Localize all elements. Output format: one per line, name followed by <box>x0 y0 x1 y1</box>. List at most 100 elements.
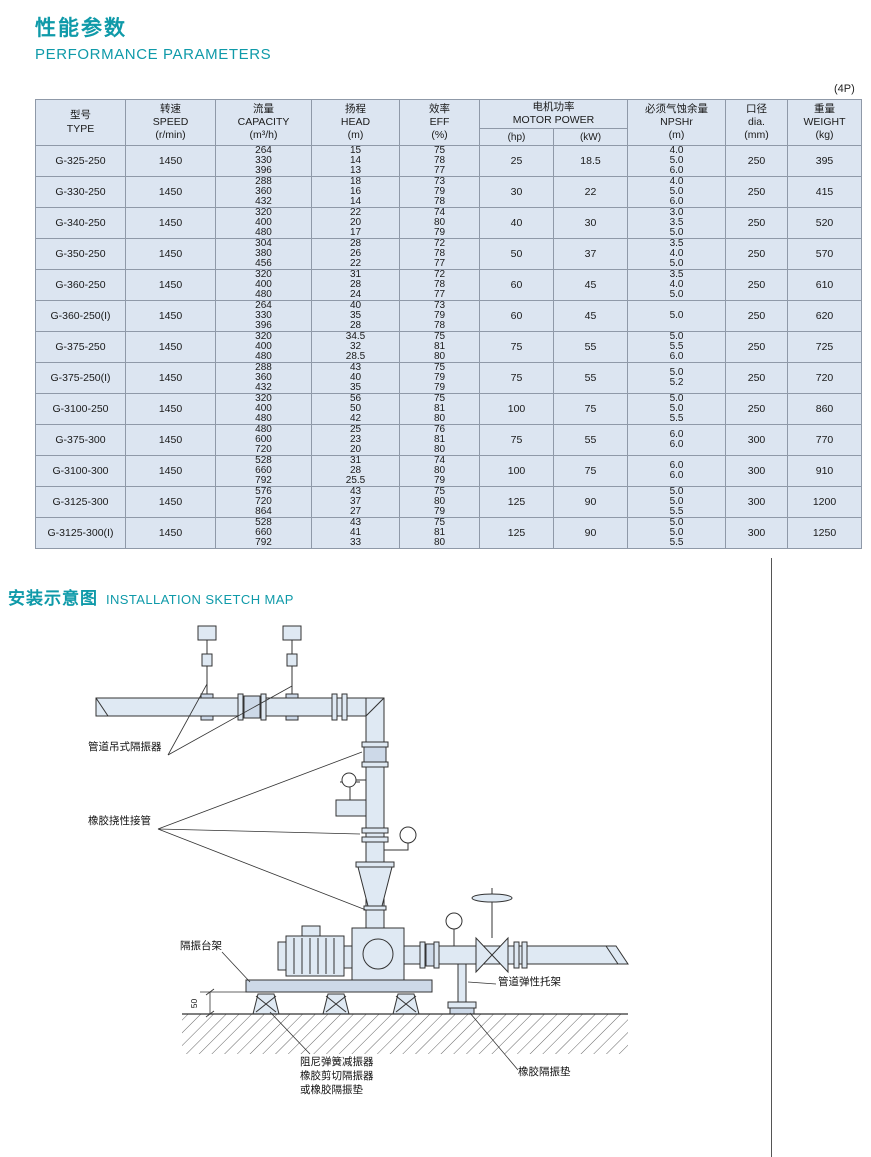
suction-header-pipe <box>95 693 385 721</box>
label-isolation-stand: 隔振台架 <box>180 940 222 952</box>
pressure-gauge-discharge-icon <box>445 912 463 946</box>
col-header-eff: 效率 EFF (%) <box>399 99 480 146</box>
installation-diagram-drawing <box>95 625 629 1071</box>
installation-diagram: 管道吊式隔振器 橡胶挠性接管 隔振台架 管道弹性托架 橡胶隔振垫 阻尼弹簧减振器… <box>70 610 730 1135</box>
cell-kw: 75 <box>552 455 629 487</box>
cell-kw: 55 <box>552 362 629 394</box>
gate-valve <box>471 888 513 974</box>
ground-hatch <box>182 1013 628 1054</box>
cell-hp: 125 <box>479 486 554 518</box>
cell-dia: 250 <box>725 238 789 270</box>
cell-speed: 1450 <box>125 238 216 270</box>
col-header-hp: (hp) <box>479 128 554 146</box>
label-pipe-hanger: 管道吊式隔振器 <box>88 741 162 753</box>
cell-speed: 1450 <box>125 176 216 208</box>
table-header: 型号 TYPE 转速 SPEED (r/min) 流量 CAPACITY (m³… <box>35 99 863 146</box>
page-divider-line <box>771 558 772 1157</box>
label-pipe-bracket: 管道弹性托架 <box>498 976 561 988</box>
cell-dia: 250 <box>725 269 789 301</box>
pipe-support-bracket <box>447 963 477 1015</box>
cell-dia: 250 <box>725 145 789 177</box>
cell-type: G-375-300 <box>35 424 126 456</box>
pressure-gauge-mid-icon <box>384 826 417 851</box>
isolation-base-frame <box>245 979 433 993</box>
cell-dia: 250 <box>725 207 789 239</box>
cell-kw: 75 <box>552 393 629 425</box>
cell-hp: 50 <box>479 238 554 270</box>
cell-speed: 1450 <box>125 331 216 363</box>
page-title-en: PERFORMANCE PARAMETERS <box>35 46 272 63</box>
label-isolator-option-2: 橡胶剪切隔振器 <box>300 1070 374 1082</box>
cell-type: G-375-250(I) <box>35 362 126 394</box>
cell-kw: 18.5 <box>552 145 629 177</box>
cell-speed: 1450 <box>125 269 216 301</box>
cell-dia: 300 <box>725 517 789 549</box>
cell-hp: 60 <box>479 300 554 332</box>
cell-type: G-375-250 <box>35 331 126 363</box>
pressure-gauge-left-icon <box>341 772 366 788</box>
leader-lines <box>157 683 519 1071</box>
cell-type: G-360-250 <box>35 269 126 301</box>
cell-speed: 1450 <box>125 455 216 487</box>
label-rubber-pad: 橡胶隔振垫 <box>518 1066 571 1078</box>
cell-weight: 1200 <box>787 486 863 518</box>
cell-speed: 1450 <box>125 517 216 549</box>
cell-hp: 75 <box>479 424 554 456</box>
cell-hp: 25 <box>479 145 554 177</box>
cell-type: G-360-250(I) <box>35 300 126 332</box>
col-header-motor-power: 电机功率 MOTOR POWER <box>478 99 629 129</box>
cell-weight: 860 <box>787 393 863 425</box>
cell-type: G-3100-250 <box>35 393 126 425</box>
cell-hp: 100 <box>479 393 554 425</box>
cell-type: G-3100-300 <box>35 455 126 487</box>
label-isolator-option-1: 阻尼弹簧减振器 <box>300 1056 374 1068</box>
cell-hp: 60 <box>479 269 554 301</box>
cell-weight: 720 <box>787 362 863 394</box>
cell-kw: 55 <box>552 331 629 363</box>
cell-weight: 910 <box>787 455 863 487</box>
cell-kw: 37 <box>552 238 629 270</box>
cell-dia: 250 <box>725 176 789 208</box>
cell-hp: 30 <box>479 176 554 208</box>
label-dimension-50: 50 <box>189 998 200 1009</box>
cell-type: G-350-250 <box>35 238 126 270</box>
cell-dia: 250 <box>725 300 789 332</box>
cell-hp: 100 <box>479 455 554 487</box>
cell-speed: 1450 <box>125 207 216 239</box>
cell-weight: 610 <box>787 269 863 301</box>
cell-speed: 1450 <box>125 424 216 456</box>
cell-kw: 90 <box>552 486 629 518</box>
cell-weight: 725 <box>787 331 863 363</box>
cell-kw: 55 <box>552 424 629 456</box>
cell-kw: 45 <box>552 300 629 332</box>
cell-weight: 570 <box>787 238 863 270</box>
cell-kw: 90 <box>552 517 629 549</box>
